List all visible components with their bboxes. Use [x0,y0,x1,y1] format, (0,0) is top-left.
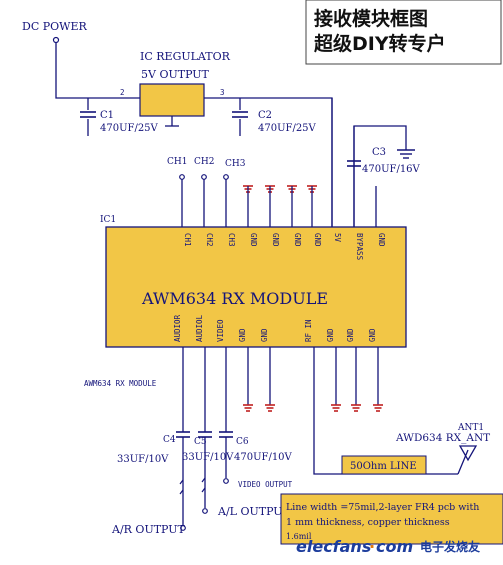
bottom-pin-label: GND [260,328,269,342]
top-pin-label: CH3 [227,233,236,247]
bottom-pin-label: VIDEO [216,319,225,342]
title-box [305,0,502,65]
regulator-block [139,83,205,117]
top-pin-label: BYPASS [355,233,364,261]
c4-value: 33UF/10V [117,454,169,465]
video-output-terminal[interactable] [223,478,229,484]
ch3-label: CH3 [225,159,246,169]
top-pin-label: GND [377,233,386,247]
watermark-dot: · [369,537,375,556]
module-sub-label: AWM634 RX MODULE [84,379,157,388]
antenna-icon [457,445,478,475]
c5-name: C5 [194,437,207,447]
top-pin-label: CH1 [183,233,192,247]
bottom-pin-label: GND [326,328,335,342]
bottom-pin-label: GND [368,328,377,342]
regulator-pin-in: 2 [120,88,125,97]
bottom-pin-label: GND [346,328,355,342]
ch1-terminal[interactable] [179,174,185,180]
50ohm-line-label: 50Ohm LINE [350,461,417,472]
bottom-pin-group: AUDIOR AUDIOL VIDEO GND GND RF IN GND GND GND [173,314,379,432]
ar-output-terminal[interactable] [180,525,186,531]
50ohm-line-box [341,455,427,475]
video-output-label: VIDEO OUTPUT [238,480,293,489]
top-pin-label: GND [271,233,280,247]
dc-power-label: DC POWER [22,20,87,33]
c2-name: C2 [258,110,272,121]
c2-value: 470UF/25V [258,123,317,134]
watermark-com: com [376,537,413,556]
ch3-terminal[interactable] [223,174,229,180]
bottom-pin-label: RF IN [304,319,313,342]
top-pin-label: 5V [333,233,342,243]
module-label: AWM634 RX MODULE [141,289,328,308]
c1-value: 470UF/25V [100,123,159,134]
bottom-pin-label: AUDIOL [195,314,204,342]
top-pin-label: GND [313,233,322,247]
watermark-brand: elecfans [296,537,371,556]
rx-module-block [105,226,407,348]
c5-value: 33UF/10V [182,452,234,463]
antenna-label: AWD634 RX_ANT [395,432,490,444]
top-pin-label: GND [293,233,302,247]
c4-name: C4 [163,435,176,445]
c3-name: C3 [372,147,386,158]
note-line2: 1 mm thickness, copper thickness [286,517,450,528]
ch1-label: CH1 [167,157,187,167]
regulator-output-label: 5V OUTPUT [141,68,210,81]
c1-name: C1 [100,110,114,121]
note-line1: Line width =75mil,2-layer FR4 pcb with [286,502,479,513]
pcb-note-box [280,493,503,545]
top-pin-label: CH2 [205,233,214,247]
c6-name: C6 [236,437,249,447]
title-line2: 超级DIY转专户 [313,32,446,55]
c3-value: 470UF/16V [362,164,421,175]
dc-power-terminal[interactable] [52,36,60,44]
antenna-name: ANT1 [457,423,484,433]
c6-value: 470UF/10V [234,452,293,463]
regulator-pin-out: 3 [220,88,225,97]
watermark-cn: 电子发烧友 [420,539,480,554]
top-pin-label: GND [249,233,258,247]
note-line3: 1.6mil [286,532,312,541]
module-ref: IC1 [100,215,116,225]
ch2-label: CH2 [194,157,214,167]
title-line1: 接收模块框图 [314,7,428,30]
elecfans-watermark: elecfans · com 电子发烧友 [296,537,480,556]
al-output-terminal[interactable] [202,508,208,514]
al-output-label: A/L OUTPUT [217,505,291,518]
ar-output-label: A/R OUTPUT [111,523,186,536]
bottom-pin-label: AUDIOR [173,314,182,342]
regulator-label: IC REGULATOR [140,50,231,63]
ch2-terminal[interactable] [201,174,207,180]
bottom-pin-label: GND [238,328,247,342]
